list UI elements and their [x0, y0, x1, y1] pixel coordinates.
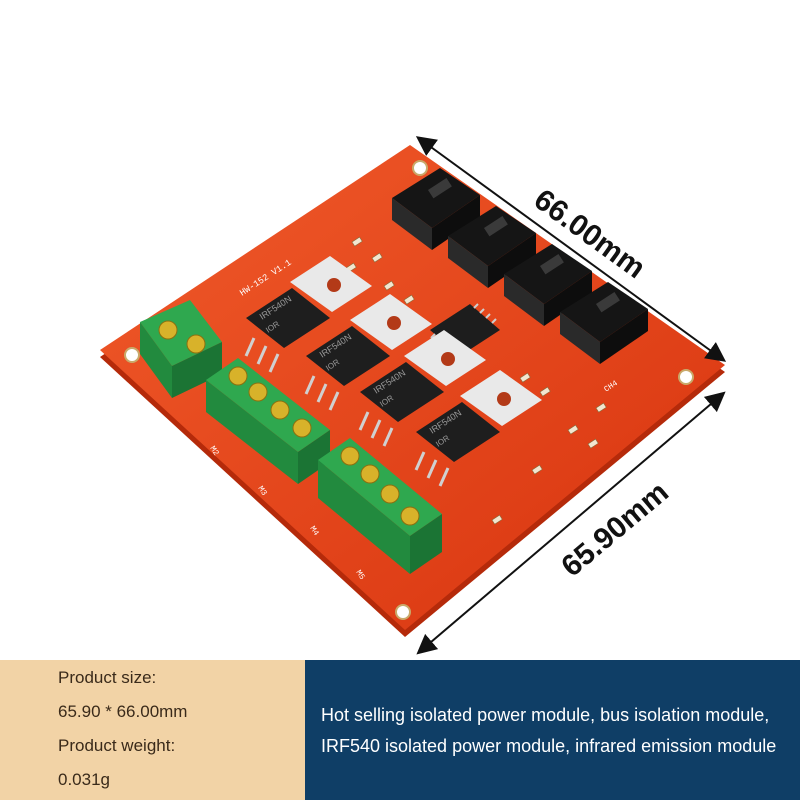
mosfet: IRF540N IOR: [304, 294, 432, 411]
mounting-hole: [395, 604, 411, 620]
product-description-panel: Hot selling isolated power module, bus i…: [305, 660, 800, 800]
weight-label: Product weight:: [58, 736, 176, 755]
mounting-hole: [124, 347, 140, 363]
screw-terminal: [206, 358, 330, 484]
product-photo: HW-152 V1.1: [100, 136, 727, 655]
size-label: Product size:: [58, 668, 157, 687]
size-value: 65.90 * 66.00mm: [58, 702, 188, 721]
mosfet: IRF540N IOR: [244, 256, 372, 373]
weight-value: 0.031g: [58, 770, 110, 789]
mounting-hole: [678, 369, 694, 385]
product-description: Hot selling isolated power module, bus i…: [321, 705, 777, 756]
screw-terminal: [140, 300, 222, 398]
mounting-hole: [412, 160, 428, 176]
screw-terminals: M1 M2 M3 M4 M5: [140, 300, 442, 582]
product-specs-panel: Product size: 65.90 * 66.00mm Product we…: [0, 660, 305, 800]
